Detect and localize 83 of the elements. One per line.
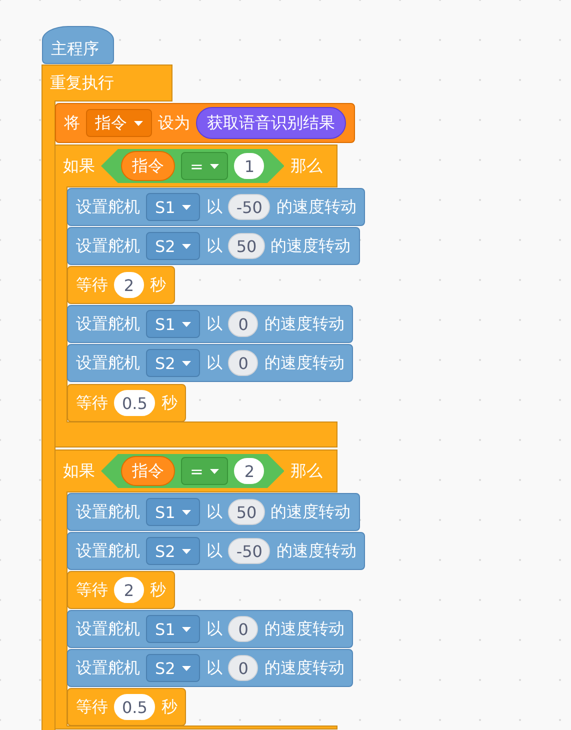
dropdown: 指令 bbox=[86, 109, 152, 137]
number-input: 0 bbox=[228, 655, 258, 681]
block-label: 的速度转动 bbox=[264, 618, 344, 640]
servo-command-block bbox=[67, 649, 354, 687]
number-input: 50 bbox=[228, 499, 265, 525]
block-label: 的速度转动 bbox=[270, 236, 351, 256]
number-input: 2 bbox=[114, 577, 144, 603]
block-label: 重复执行 bbox=[50, 72, 114, 94]
number-input: 0.5 bbox=[114, 390, 156, 416]
block-label: 秒 bbox=[150, 274, 166, 296]
reporter-block: 指令 bbox=[121, 456, 175, 486]
if-block bbox=[55, 450, 368, 729]
servo-command-block bbox=[67, 610, 354, 648]
block-label: 等待 bbox=[76, 580, 108, 600]
servo-command-block bbox=[67, 532, 366, 570]
number-input: 0 bbox=[228, 350, 258, 376]
number-input: 1 bbox=[234, 153, 264, 179]
block-label: 设置舵机 bbox=[76, 540, 140, 562]
number-input: 2 bbox=[234, 458, 264, 484]
block-label: 设为 bbox=[158, 112, 190, 134]
block-label: 设置舵机 bbox=[76, 618, 140, 640]
block-label: 的速度转动 bbox=[264, 658, 344, 678]
dropdown: S2 bbox=[146, 232, 200, 260]
block-label: 以 bbox=[206, 314, 222, 334]
block-label: 秒 bbox=[150, 580, 166, 600]
wait-block bbox=[67, 571, 175, 609]
wait-block bbox=[67, 688, 186, 726]
dropdown: S1 bbox=[146, 615, 200, 643]
wait-block bbox=[67, 384, 186, 422]
block-label: 的速度转动 bbox=[276, 196, 356, 218]
reporter-block: 获取语音识别结果 bbox=[196, 107, 346, 139]
block-label: 等待 bbox=[76, 274, 108, 296]
servo-command-block bbox=[67, 305, 354, 343]
block-label: 的速度转动 bbox=[276, 540, 356, 562]
dropdown: S1 bbox=[146, 193, 200, 221]
block-label: 设置舵机 bbox=[76, 658, 140, 678]
dropdown: S1 bbox=[146, 310, 200, 338]
number-input: 2 bbox=[114, 272, 144, 298]
block-label: 以 bbox=[206, 352, 222, 374]
block-label: 以 bbox=[206, 658, 222, 678]
block-label: 以 bbox=[206, 618, 222, 640]
hat-block: 主程序 bbox=[42, 26, 114, 64]
block-label: 如果 bbox=[63, 460, 95, 482]
block-label: 以 bbox=[206, 236, 222, 256]
dropdown: S2 bbox=[146, 349, 200, 377]
servo-command-block bbox=[67, 493, 360, 531]
block-label: 设置舵机 bbox=[76, 352, 140, 374]
block-label: 的速度转动 bbox=[264, 314, 344, 334]
dropdown: = bbox=[181, 152, 228, 180]
dropdown: S2 bbox=[146, 537, 200, 565]
block-label: 如果 bbox=[63, 156, 95, 176]
servo-command-block bbox=[67, 227, 360, 265]
block-label: 秒 bbox=[161, 392, 178, 414]
block-label: 那么 bbox=[290, 460, 322, 482]
block-label: 的速度转动 bbox=[270, 502, 351, 522]
number-input: 0 bbox=[228, 311, 258, 337]
block-label: 设置舵机 bbox=[76, 196, 140, 218]
block-label: 那么 bbox=[290, 156, 322, 176]
block-label: 等待 bbox=[76, 392, 108, 414]
dropdown: = bbox=[181, 457, 228, 485]
servo-command-block bbox=[67, 188, 366, 226]
block-label: 设置舵机 bbox=[76, 314, 140, 334]
block-label: 的速度转动 bbox=[264, 352, 344, 374]
wait-block bbox=[67, 266, 175, 304]
number-input: 0 bbox=[228, 616, 258, 642]
dropdown: S1 bbox=[146, 498, 200, 526]
block-label: 以 bbox=[206, 540, 222, 562]
block-label: 以 bbox=[206, 196, 222, 218]
number-input: -50 bbox=[228, 538, 270, 564]
set-variable-block bbox=[55, 103, 355, 143]
block-label: 将 bbox=[64, 112, 80, 134]
block-label: 秒 bbox=[161, 696, 178, 718]
block-label: 等待 bbox=[76, 696, 108, 718]
number-input: -50 bbox=[228, 194, 270, 220]
block-label: 设置舵机 bbox=[76, 236, 140, 256]
servo-command-block bbox=[67, 344, 354, 382]
block-label: 设置舵机 bbox=[76, 502, 140, 522]
dropdown: S2 bbox=[146, 654, 200, 682]
if-block bbox=[55, 145, 368, 447]
reporter-block: 指令 bbox=[121, 151, 175, 181]
number-input: 0.5 bbox=[114, 694, 156, 720]
number-input: 50 bbox=[228, 233, 265, 259]
block-label: 以 bbox=[206, 502, 222, 522]
